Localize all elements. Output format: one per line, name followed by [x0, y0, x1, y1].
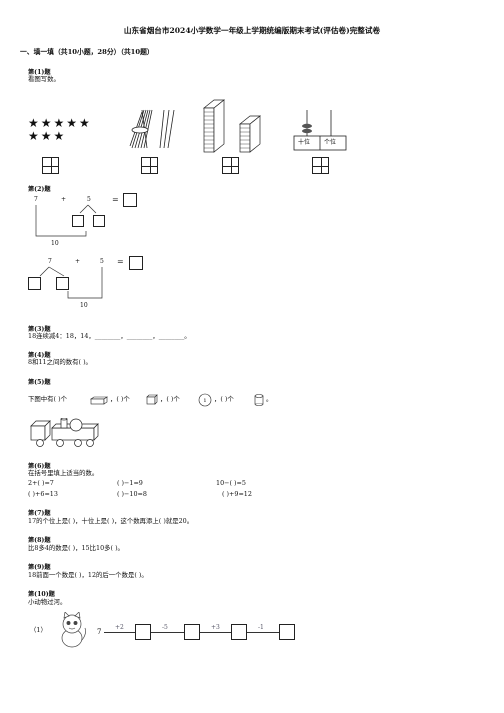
q2b-answer-box[interactable] [129, 256, 143, 270]
q10-box-3[interactable] [231, 624, 247, 640]
q10-box-2[interactable] [184, 624, 200, 640]
q2-split-lines [35, 204, 97, 237]
q2-addend-b: 5 [87, 196, 91, 203]
question-6-head: 第(6)题 [28, 463, 51, 470]
cylinder-icon [254, 394, 264, 406]
q6-r1c1: 2+( )=7 [28, 479, 54, 487]
answer-grid-1[interactable] [42, 157, 59, 174]
question-9-head: 第(9)题 [28, 564, 51, 571]
question-3-head: 第(3)题 [28, 326, 51, 333]
q2-split-box-2[interactable] [93, 215, 105, 227]
svg-text:1: 1 [203, 398, 206, 404]
q10-start: 7 [97, 628, 102, 636]
q2b-addend-b: 5 [100, 258, 104, 265]
q10-step-4: -1 [258, 624, 264, 631]
q10-step-1: +2 [115, 624, 124, 631]
cube-icon [146, 394, 158, 405]
abacus-tens-label: 十位 [298, 139, 311, 146]
q6-r1c2: ( )−1=9 [117, 479, 143, 487]
question-6-text: 在括号里填上适当的数。 [28, 469, 99, 477]
q2-addend-a: 7 [34, 196, 38, 203]
cube-stacks-icon [203, 99, 261, 153]
q5-part-3: ，( )个 [160, 395, 180, 403]
q10-label: （1） [30, 626, 47, 634]
question-1-text: 看图写数。 [28, 75, 60, 83]
sticks-bundle-icon [129, 109, 175, 149]
stars-row-2: ★★★ [28, 129, 67, 143]
cuboid-icon [90, 396, 108, 405]
q10-step-3: +3 [211, 624, 220, 631]
q5-part-4: ，( )个 [214, 395, 234, 403]
answer-grid-3[interactable] [222, 157, 239, 174]
q2b-plus: + [75, 258, 81, 265]
q10-box-1[interactable] [135, 624, 151, 640]
q2b-ten: 10 [80, 302, 88, 309]
q10-box-4[interactable] [279, 624, 295, 640]
q2b-addend-a: 7 [48, 258, 52, 265]
q6-r2c1: ( )+6=13 [28, 490, 58, 498]
q6-r1c3: 10−( )=5 [216, 479, 246, 487]
q2-ten: 10 [51, 240, 59, 247]
q2-answer-box[interactable] [123, 193, 137, 207]
q2-plus: + [61, 196, 67, 203]
shapes-train-icon [30, 418, 99, 447]
q5-end: 。 [266, 395, 273, 403]
answer-grid-4[interactable] [312, 157, 329, 174]
abacus-ones-label: 个位 [324, 139, 337, 146]
question-7-head: 第(7)题 [28, 510, 51, 517]
question-2-head: 第(2)题 [28, 186, 51, 193]
q2b-split-box-1[interactable] [28, 277, 41, 290]
question-10-text: 小动物过河。 [28, 598, 67, 606]
question-3-text: 18连续减4：18，14，________，________，________。 [28, 332, 191, 340]
page-title: 山东省烟台市2024小学数学一年级上学期统编版期末考试(评估卷)完整试卷 [123, 26, 381, 35]
question-7-text: 17的个位上是( )，十位上是( )，这个数再添上( )就是20。 [28, 517, 194, 525]
q5-part-1: 下图中有( )个 [28, 395, 67, 403]
q5-part-2: ，( )个 [110, 395, 130, 403]
question-8-head: 第(8)题 [28, 537, 51, 544]
question-9-text: 18前面一个数是( )，12的后一个数是( )。 [28, 571, 148, 579]
question-5-head: 第(5)题 [28, 379, 51, 386]
q2-split-box-1[interactable] [72, 215, 84, 227]
cat-icon [61, 612, 86, 648]
answer-grid-2[interactable] [141, 157, 158, 174]
question-10-head: 第(10)题 [28, 591, 55, 598]
q2-equals: = [112, 195, 119, 204]
question-8-text: 比8多4的数是( )，15比10多( )。 [28, 544, 124, 552]
question-4-head: 第(4)题 [28, 352, 51, 359]
stars-row-1: ★★★★★ [28, 116, 92, 130]
q6-r2c3: ( )+9=12 [222, 490, 252, 498]
q10-step-2: -5 [162, 624, 168, 631]
q6-r2c2: ( )−10=8 [117, 490, 147, 498]
q2b-split-lines [39, 266, 103, 299]
q2b-split-box-2[interactable] [56, 277, 69, 290]
abacus-icon [293, 110, 347, 151]
question-4-text: 8和11之间的数有( )。 [28, 358, 92, 366]
section-heading: 一、填一填（共10小题，28分）（共10题） [20, 48, 154, 56]
question-1-head: 第(1)题 [28, 69, 51, 76]
sphere-icon: 1 [198, 393, 212, 407]
q2b-equals: = [117, 257, 124, 266]
